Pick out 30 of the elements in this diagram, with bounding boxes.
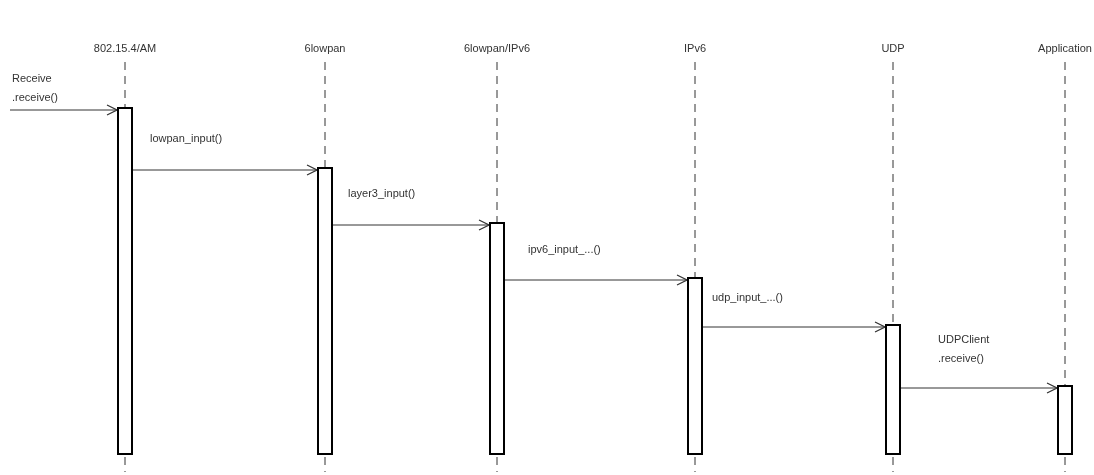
lifeline-header: 802.15.4/AM — [93, 42, 157, 54]
lifeline-header: 6lowpan — [304, 42, 346, 54]
lifeline — [124, 61, 126, 108]
message-label: layer3_input() — [348, 186, 416, 201]
message-arrow — [900, 382, 1058, 394]
message-label: ipv6_input_...() — [528, 242, 601, 257]
message-arrow — [702, 321, 886, 333]
message-label: UDPClient .receive() — [938, 332, 991, 366]
lifeline — [892, 61, 894, 325]
activation-bar — [885, 324, 901, 455]
message-arrow — [504, 274, 688, 286]
lifeline — [496, 61, 498, 223]
message-arrow — [332, 219, 490, 231]
message-label: lowpan_input() — [150, 131, 223, 146]
lifeline-header: UDP — [881, 42, 905, 54]
lifeline — [1064, 61, 1066, 386]
lifeline-header: 6lowpan/IPv6 — [464, 42, 530, 54]
message-label: Receive .receive() — [12, 71, 59, 105]
activation-bar — [117, 107, 133, 455]
message-arrow — [132, 164, 318, 176]
message-arrow — [9, 104, 118, 116]
activation-bar — [317, 167, 333, 455]
lifeline — [694, 61, 696, 278]
activation-bar — [489, 222, 505, 455]
lifeline-header: IPv6 — [684, 42, 706, 54]
message-label: udp_input_...() — [712, 290, 783, 305]
activation-bar — [1057, 385, 1073, 455]
activation-bar — [687, 277, 703, 455]
lifeline — [324, 61, 326, 168]
lifeline-header: Application — [1038, 42, 1092, 54]
